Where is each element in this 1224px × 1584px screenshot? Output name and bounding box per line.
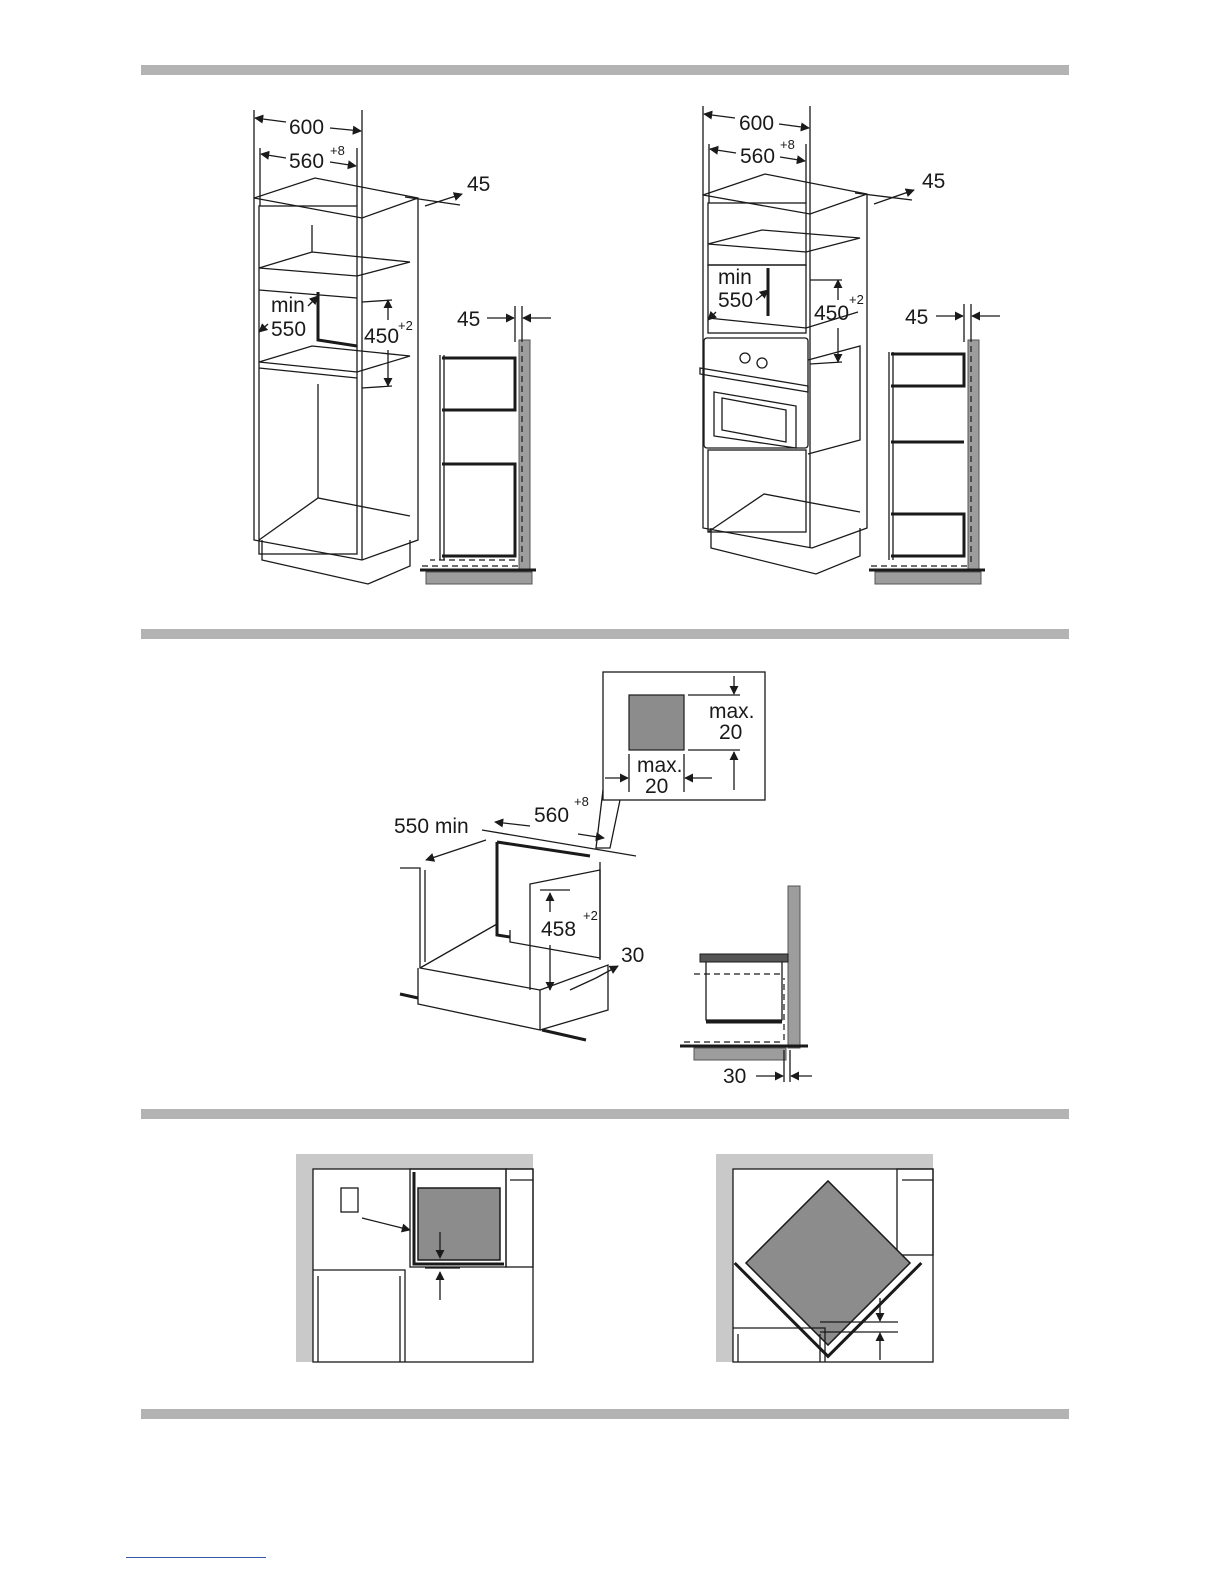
fig2-min-value: 550 [718, 289, 753, 312]
fig1-niche-height-tolerance: +2 [398, 318, 413, 333]
figure-wall-cabinet: max. 20 max. 20 550 min 560 +8 458 +2 30 [394, 672, 765, 1040]
fig2-side-gap: 45 [905, 306, 928, 329]
fig1-side-gap: 45 [457, 308, 480, 331]
fig2-niche-height-tolerance: +2 [849, 292, 864, 307]
fig1-width-inner-tolerance: +8 [330, 143, 345, 158]
fig3-side-gap: 30 [723, 1065, 746, 1088]
fig1-width-inner: 560 [289, 150, 324, 173]
fig3-niche-height: 458 [541, 918, 576, 941]
fig1-side-section: 45 [420, 306, 551, 584]
fig2-niche-height: 450 [814, 302, 849, 325]
inset-max-h-label: max. [637, 754, 683, 777]
fig1-width-total: 600 [289, 116, 324, 139]
inset-max-v-value: 20 [719, 721, 742, 744]
fig3-niche-height-tolerance: +2 [583, 908, 598, 923]
fig2-width-total: 600 [739, 112, 774, 135]
figure-tall-cabinet-left: 600 560 +8 45 min 550 450 +2 [254, 110, 490, 584]
fig2-min-label: min [718, 266, 752, 289]
fig1-depth-gap: 45 [467, 173, 490, 196]
fig1-niche-height: 450 [364, 325, 399, 348]
inset-max-h-value: 20 [645, 775, 668, 798]
figure-corner-plan-right [716, 1154, 933, 1362]
fig3-width-inner-tolerance: +8 [574, 794, 589, 809]
fig2-depth-gap: 45 [922, 170, 945, 193]
footer-link-underline [126, 1557, 266, 1558]
fig2-width-inner-tolerance: +8 [780, 137, 795, 152]
fig2-width-inner: 560 [740, 145, 775, 168]
fig3-side-section: 30 [680, 886, 812, 1088]
fig2-side-section: 45 [869, 304, 1000, 584]
inset-max-v-label: max. [709, 700, 755, 723]
fig1-min-value: 550 [271, 318, 306, 341]
fig3-width-inner: 560 [534, 804, 569, 827]
fig3-depth-min: 550 min [394, 815, 469, 838]
figure-tall-cabinet-right: 600 560 +8 45 min 550 450 +2 [700, 106, 945, 574]
figure-corner-plan-left [296, 1154, 533, 1362]
fig3-front-gap: 30 [621, 944, 644, 967]
fig1-min-label: min [271, 294, 305, 317]
